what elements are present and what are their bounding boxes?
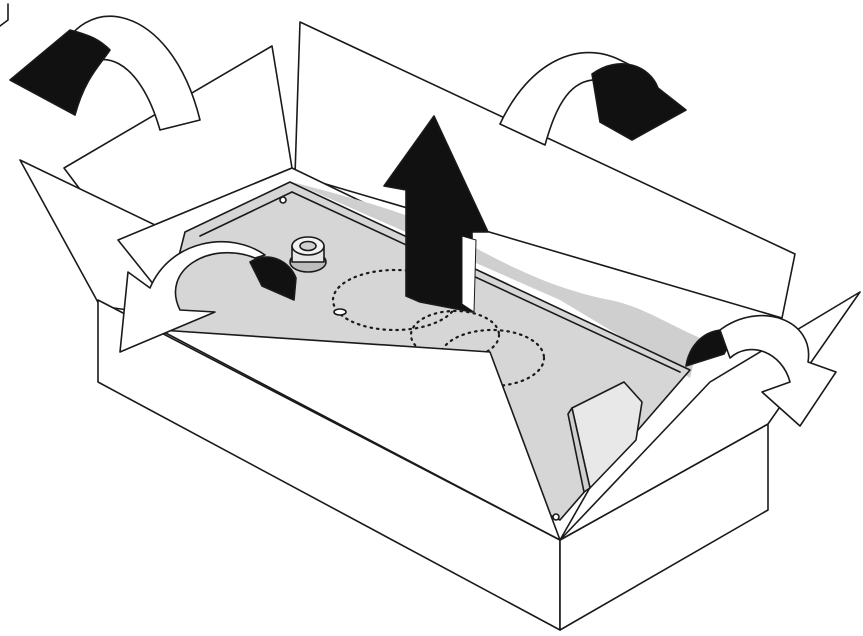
fold-flap-arrow-icon [500, 53, 686, 145]
corner-fragment [0, 4, 8, 26]
panel-grommet [334, 309, 346, 315]
knob-icon [290, 237, 326, 272]
panel-screw [280, 197, 286, 203]
panel-screw [553, 514, 559, 520]
fold-flap-arrow-icon [10, 16, 200, 130]
